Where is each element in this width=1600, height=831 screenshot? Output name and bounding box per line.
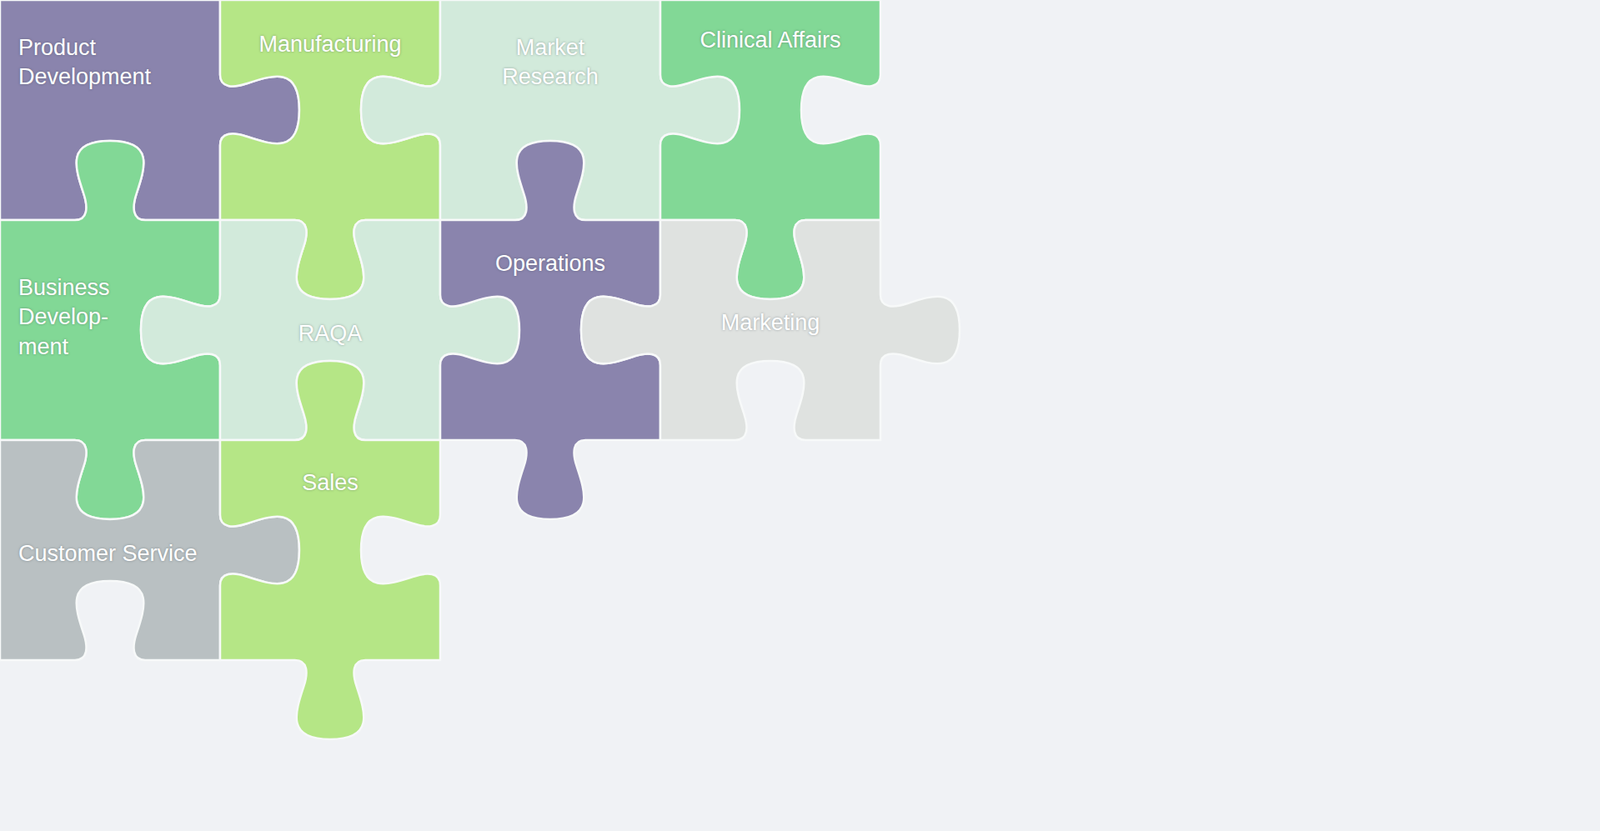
puzzle-piece: Marketing (576, 136, 964, 524)
piece-shape (220, 361, 441, 740)
piece-label: Clinical Affairs (666, 25, 875, 56)
piece-label: Product Development (18, 33, 186, 92)
piece-label: Sales (246, 468, 414, 498)
piece-label: Market Research (483, 33, 617, 92)
piece-shape (581, 220, 960, 441)
piece-label: Manufacturing (225, 30, 435, 60)
piece-label: Customer Service (18, 539, 269, 569)
piece-label: Business Develop- ment (18, 273, 136, 362)
piece-label: Marketing (678, 308, 863, 338)
puzzle-piece: Customer Service (0, 356, 304, 744)
piece-label: Operations (458, 249, 643, 279)
piece-label: RAQA (246, 319, 414, 349)
